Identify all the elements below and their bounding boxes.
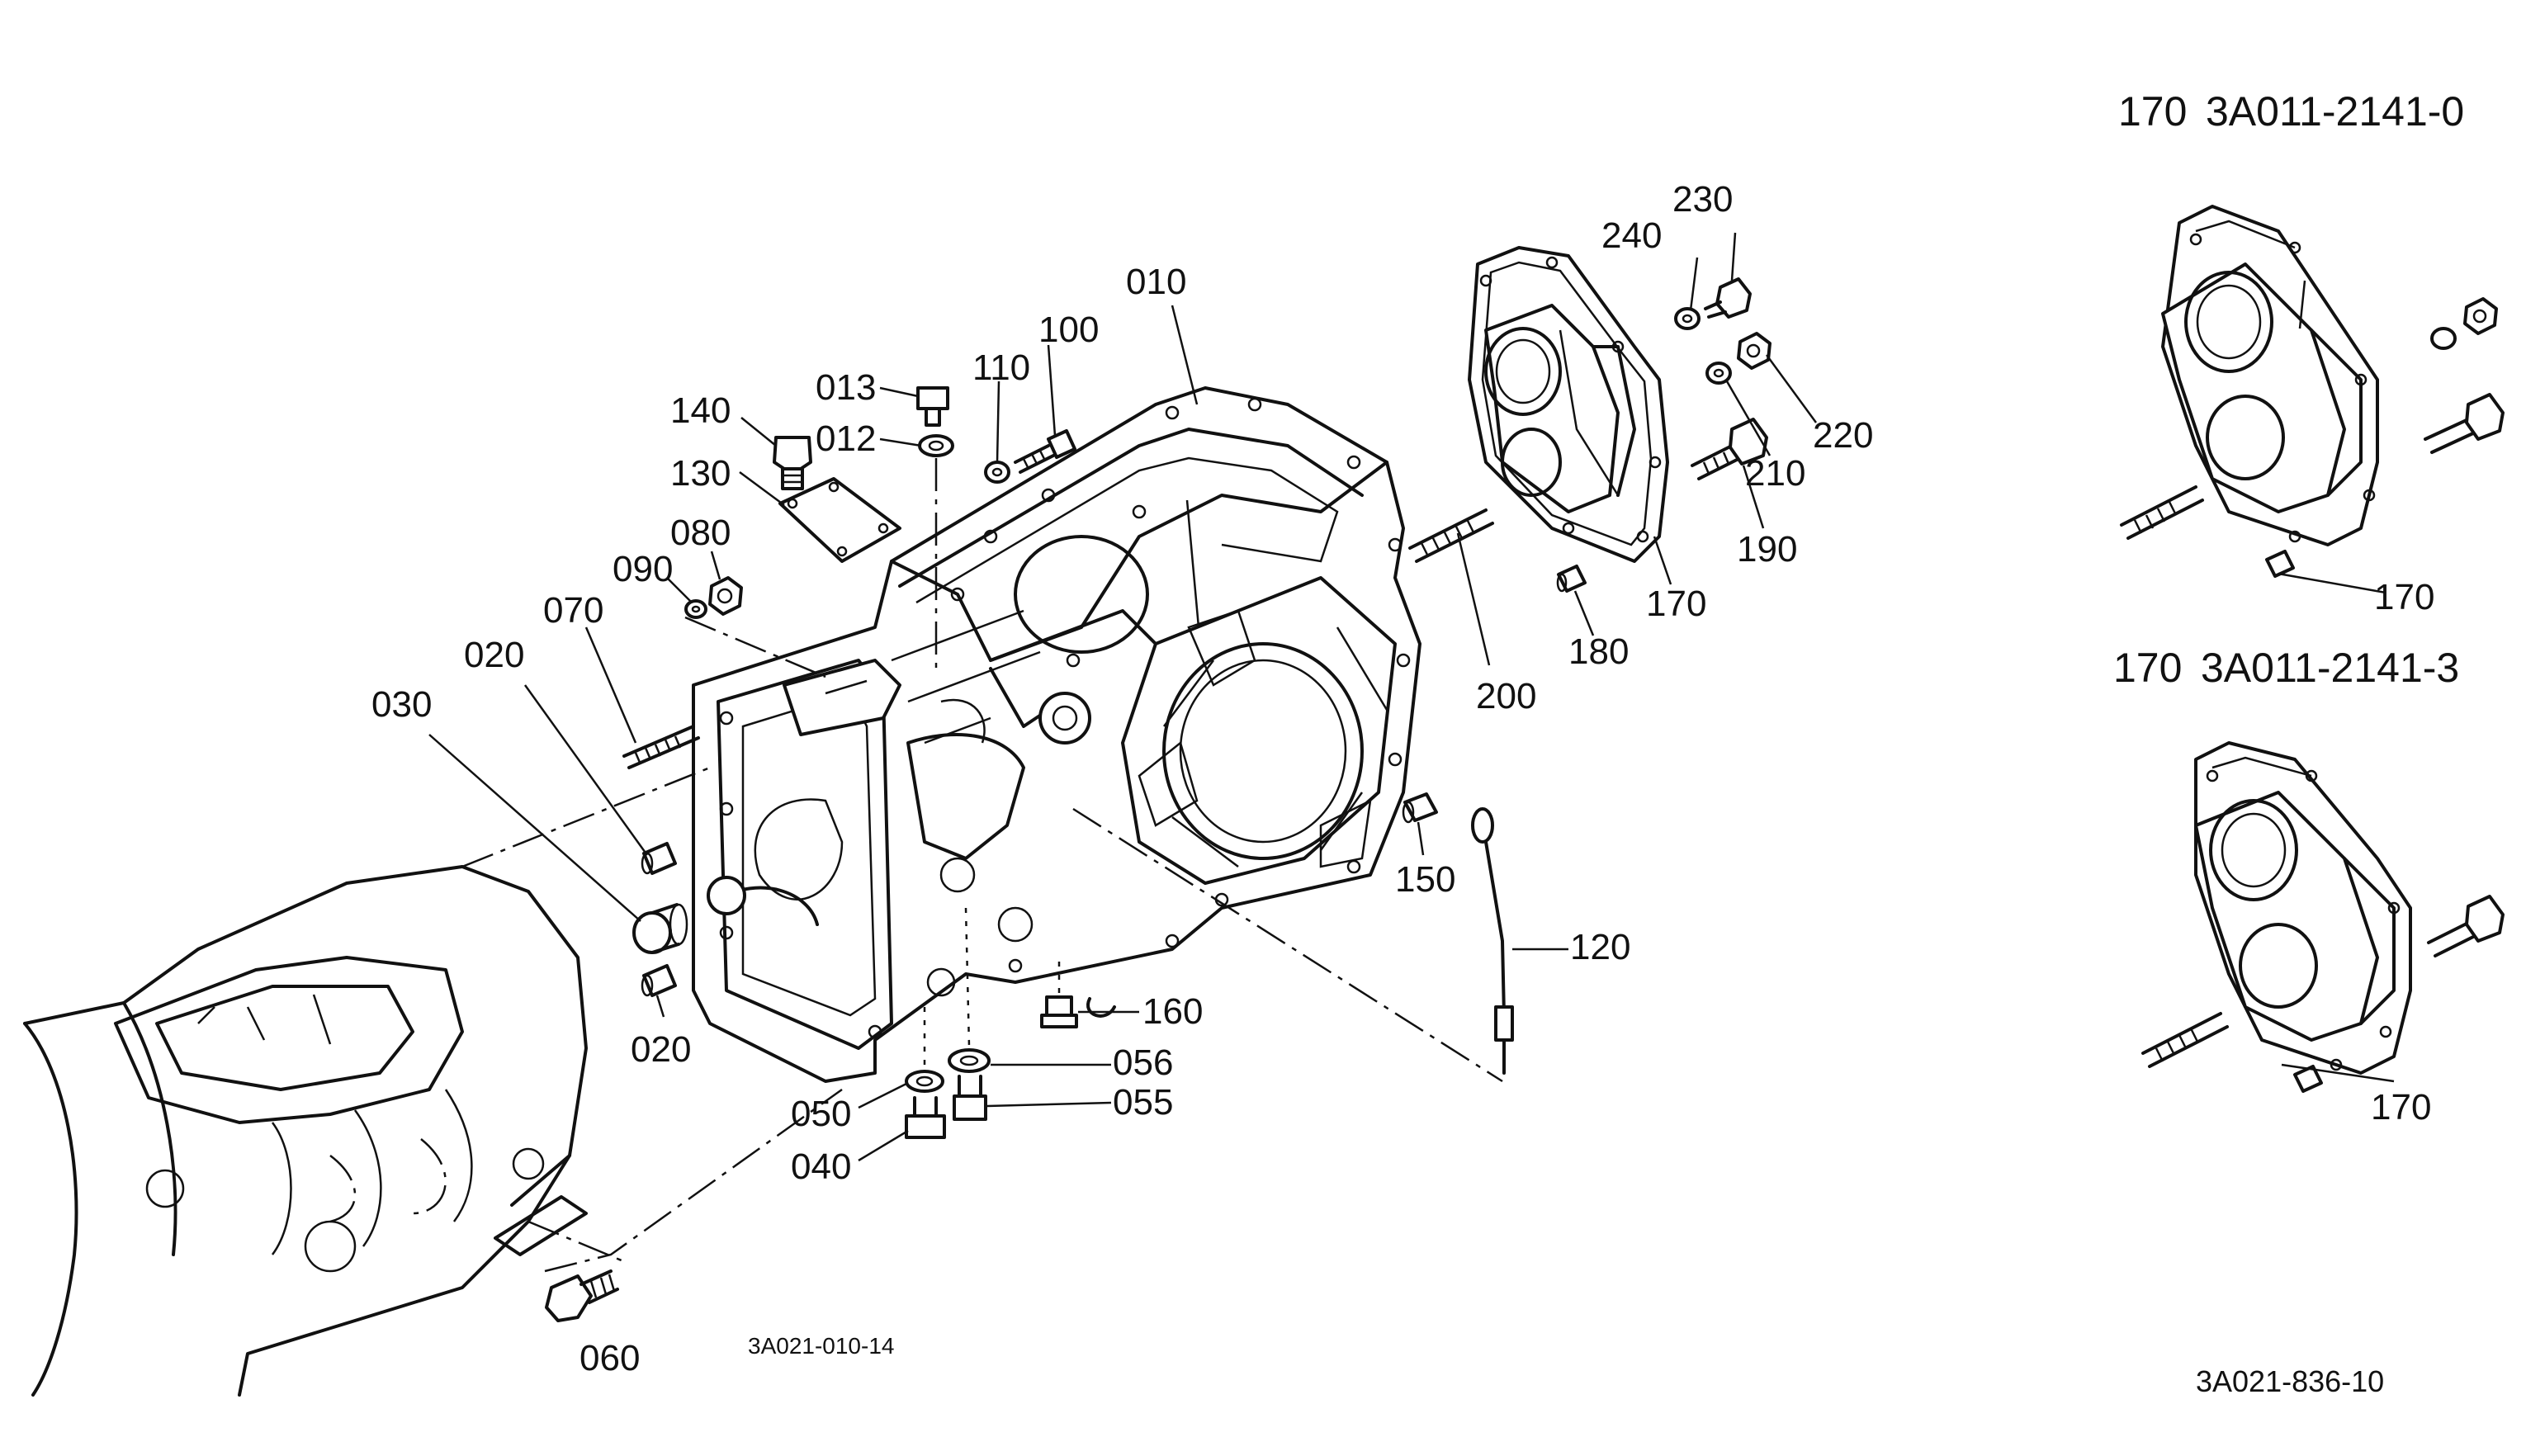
variant-2-part-number: 3A011-2141-3 [2201,645,2459,691]
dowel-pin-020-upper [641,842,677,875]
callout-140: 140 [670,390,731,431]
callout-100: 100 [1038,310,1099,350]
engine-block-outline [23,865,588,1397]
plug-160 [1040,995,1078,1028]
top-cover-plate [778,477,901,563]
variant-1-callout-170: 170 [2374,577,2434,617]
rear-cover-variant-2 [2194,741,2412,1075]
callout-170: 170 [1646,584,1706,624]
bolt-190 [1691,418,1768,480]
callout-010: 010 [1126,262,1186,302]
callout-labels: 010 013 012 110 100 140 130 080 090 070 … [371,179,1873,1378]
pin-180 [1556,565,1587,593]
variant-1-part-number: 3A011-2141-0 [2206,88,2464,135]
callout-180: 180 [1568,631,1629,672]
bolt-100 [1014,429,1076,474]
stud-070 [622,725,700,769]
callout-020-lower: 020 [631,1029,691,1070]
callout-190: 190 [1737,529,1797,570]
callout-080: 080 [670,513,731,553]
nut-220 [1737,332,1772,370]
callout-230: 230 [1672,179,1733,220]
callout-055: 055 [1113,1082,1173,1123]
nut-080 [708,576,743,616]
variant-2-stud [2141,1012,2229,1068]
callout-050: 050 [791,1094,851,1134]
variant-1-washer [2430,327,2457,350]
washer-056 [948,1048,991,1073]
bolt-230 [1704,277,1752,319]
rear-cover-170 [1468,246,1669,563]
variant-1-pin [2265,550,2295,578]
callout-210: 210 [1745,453,1805,494]
callout-160: 160 [1142,991,1203,1032]
callout-240: 240 [1601,215,1662,256]
callout-120: 120 [1570,927,1630,967]
callout-200: 200 [1476,676,1536,716]
callout-090: 090 [613,549,673,589]
breather-cap [773,436,812,490]
callout-130: 130 [670,453,731,494]
callout-070: 070 [543,590,603,631]
transmission-case [692,386,1421,1083]
variant-1-nut [2463,297,2498,335]
callout-110: 110 [972,347,1030,388]
dipstick-120 [1471,807,1514,1075]
variant-1-bolt [2424,393,2505,454]
diagram-id: 3A021-836-10 [2196,1364,2384,1398]
callout-060: 060 [579,1338,640,1378]
washer-050 [905,1070,944,1093]
dowel-pin-020-lower [641,964,677,997]
callout-040: 040 [791,1146,851,1187]
callout-013: 013 [816,367,876,408]
callout-030: 030 [371,684,432,725]
washer-012 [918,434,954,457]
callout-056: 056 [1113,1042,1173,1083]
plug-150 [1402,792,1438,824]
bolt-013 [916,386,949,427]
washer-240 [1674,307,1701,330]
oil-seal-030 [632,903,688,954]
sub-drawing-id: 3A021-010-14 [748,1333,894,1359]
plug-055 [953,1075,987,1121]
variant-1-header: 170 3A011-2141-0 170 [2118,88,2464,617]
washer-210 [1705,362,1732,385]
washer-090 [684,599,707,619]
case-bolt-holes [719,397,1411,1039]
variant-2-ref: 170 [2113,645,2182,691]
bolt-060 [545,1269,619,1322]
variant-1-stud [2120,485,2204,540]
variant-2-bolt [2427,895,2505,957]
callout-020-upper: 020 [464,635,524,675]
washer-110 [984,461,1010,484]
callout-012: 012 [816,418,876,459]
rear-cover-variant-1 [2161,205,2379,546]
stud-200 [1408,508,1494,563]
variant-1-ref: 170 [2118,88,2187,135]
callout-220: 220 [1813,415,1873,456]
callout-150: 150 [1395,859,1455,900]
variant-2-header: 170 3A011-2141-3 170 [2113,645,2459,1127]
variant-2-callout-170: 170 [2371,1087,2431,1127]
leader-lines [428,232,2395,1162]
drain-plug-040 [905,1096,946,1139]
